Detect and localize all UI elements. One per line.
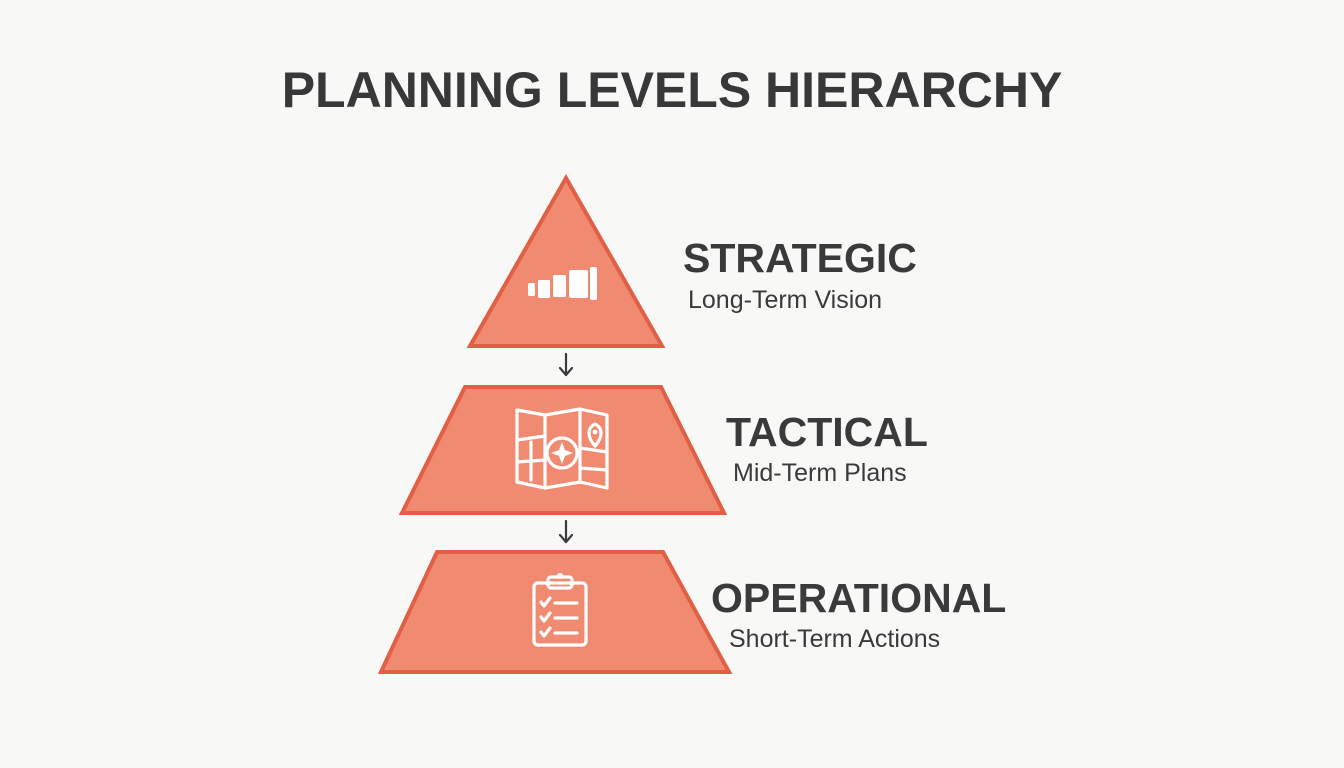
level-tactical: TACTICAL Mid-Term Plans	[398, 385, 928, 515]
clipboard-checklist-icon	[532, 573, 588, 647]
operational-description: Short-Term Actions	[729, 625, 940, 653]
strategic-name: STRATEGIC	[683, 235, 917, 281]
operational-trapezoid	[377, 550, 733, 674]
level-strategic: STRATEGIC Long-Term Vision	[466, 173, 917, 348]
arrow-down-icon	[558, 519, 574, 544]
diagram-title: PLANNING LEVELS HIERARCHY	[282, 62, 1063, 118]
telescope-icon	[528, 267, 597, 300]
strategic-triangle	[466, 173, 666, 348]
tactical-name: TACTICAL	[726, 409, 928, 455]
strategic-description: Long-Term Vision	[688, 286, 882, 314]
tactical-description: Mid-Term Plans	[733, 459, 907, 487]
operational-name: OPERATIONAL	[711, 575, 1006, 621]
map-icon	[515, 407, 609, 490]
arrow-down-icon	[558, 352, 574, 377]
level-operational: OPERATIONAL Short-Term Actions	[377, 550, 1006, 674]
